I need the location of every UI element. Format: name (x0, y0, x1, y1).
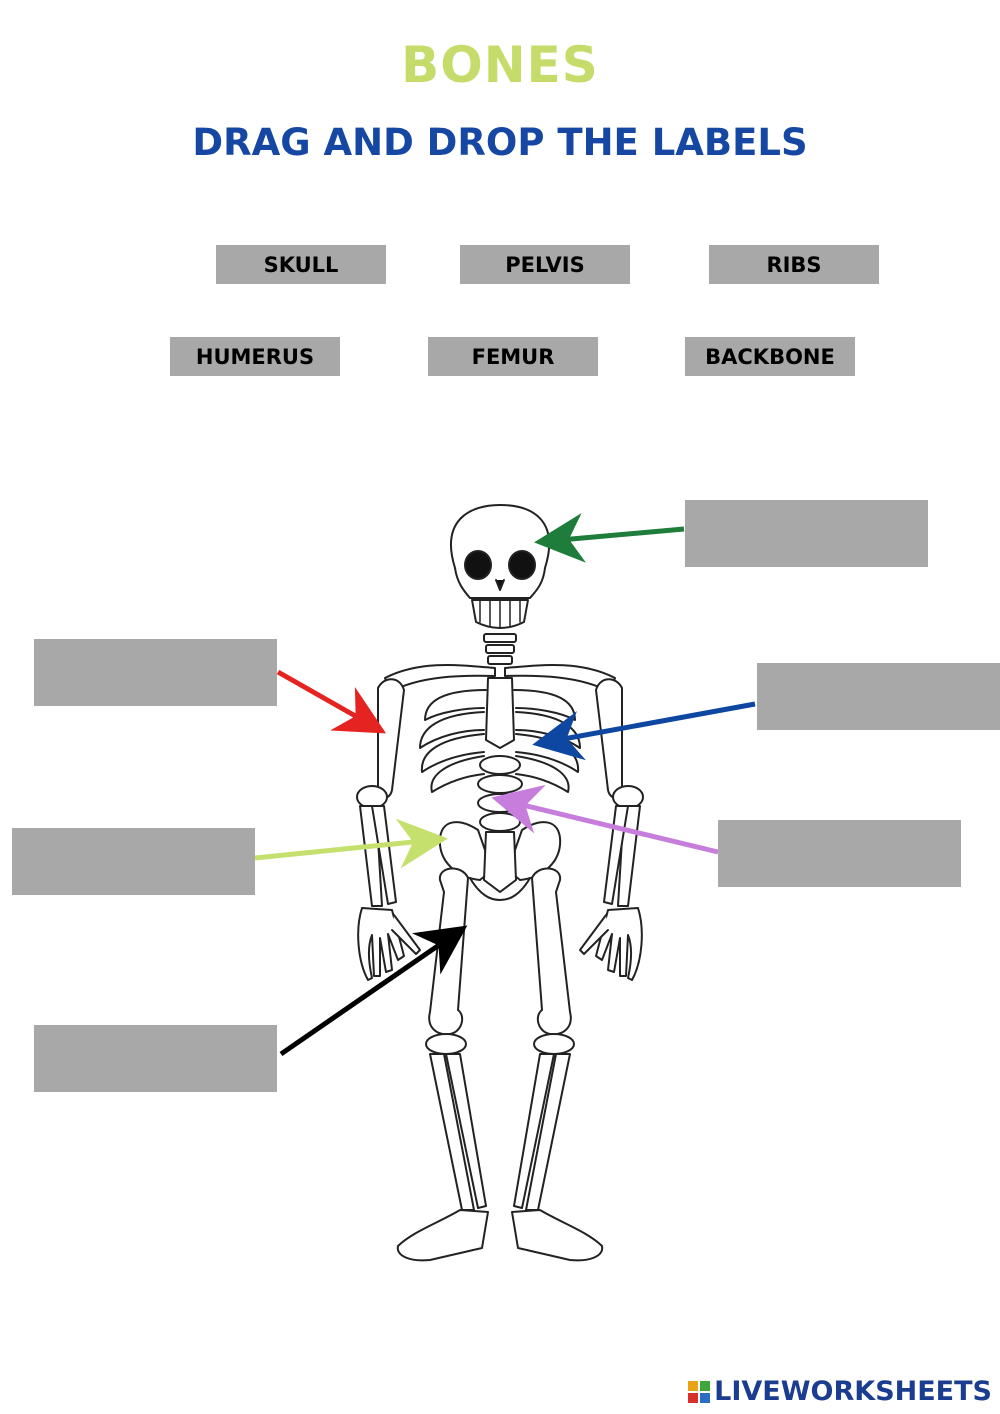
arrow-femur (279, 925, 468, 1057)
drop-zone-femur[interactable] (34, 1025, 277, 1092)
label-chip-humerus[interactable]: HUMERUS (170, 337, 340, 376)
humerus-bone (377, 678, 405, 799)
arrow-ribs (532, 701, 756, 761)
label-chip-pelvis[interactable]: PELVIS (460, 245, 630, 284)
backbone-bone (477, 755, 523, 832)
label-chip-backbone[interactable]: BACKBONE (685, 337, 855, 376)
label-chip-ribs[interactable]: RIBS (709, 245, 879, 284)
drop-zone-pelvis[interactable] (12, 828, 255, 895)
drop-zone-skull[interactable] (685, 500, 928, 567)
label-chip-skull[interactable]: SKULL (216, 245, 386, 284)
label-chip-femur[interactable]: FEMUR (428, 337, 598, 376)
brand-name: LIVEWORKSHEETS (714, 1376, 992, 1407)
arrow-backbone (491, 784, 719, 855)
arrow-pelvis (254, 818, 448, 869)
liveworksheets-logo-icon (688, 1381, 711, 1403)
drop-zone-humerus[interactable] (34, 639, 277, 706)
pelvis-bone (438, 821, 562, 901)
femur-bone (428, 867, 469, 1036)
worksheet-title: BONES (401, 36, 599, 94)
drop-zone-ribs[interactable] (757, 663, 1000, 730)
drop-zone-backbone[interactable] (718, 820, 961, 887)
arrow-humerus (276, 669, 387, 734)
arrow-skull (534, 512, 685, 563)
worksheet-instructions: DRAG AND DROP THE LABELS (192, 121, 808, 164)
liveworksheets-brand: LIVEWORKSHEETS (688, 1378, 992, 1406)
skull-bone (450, 504, 551, 629)
